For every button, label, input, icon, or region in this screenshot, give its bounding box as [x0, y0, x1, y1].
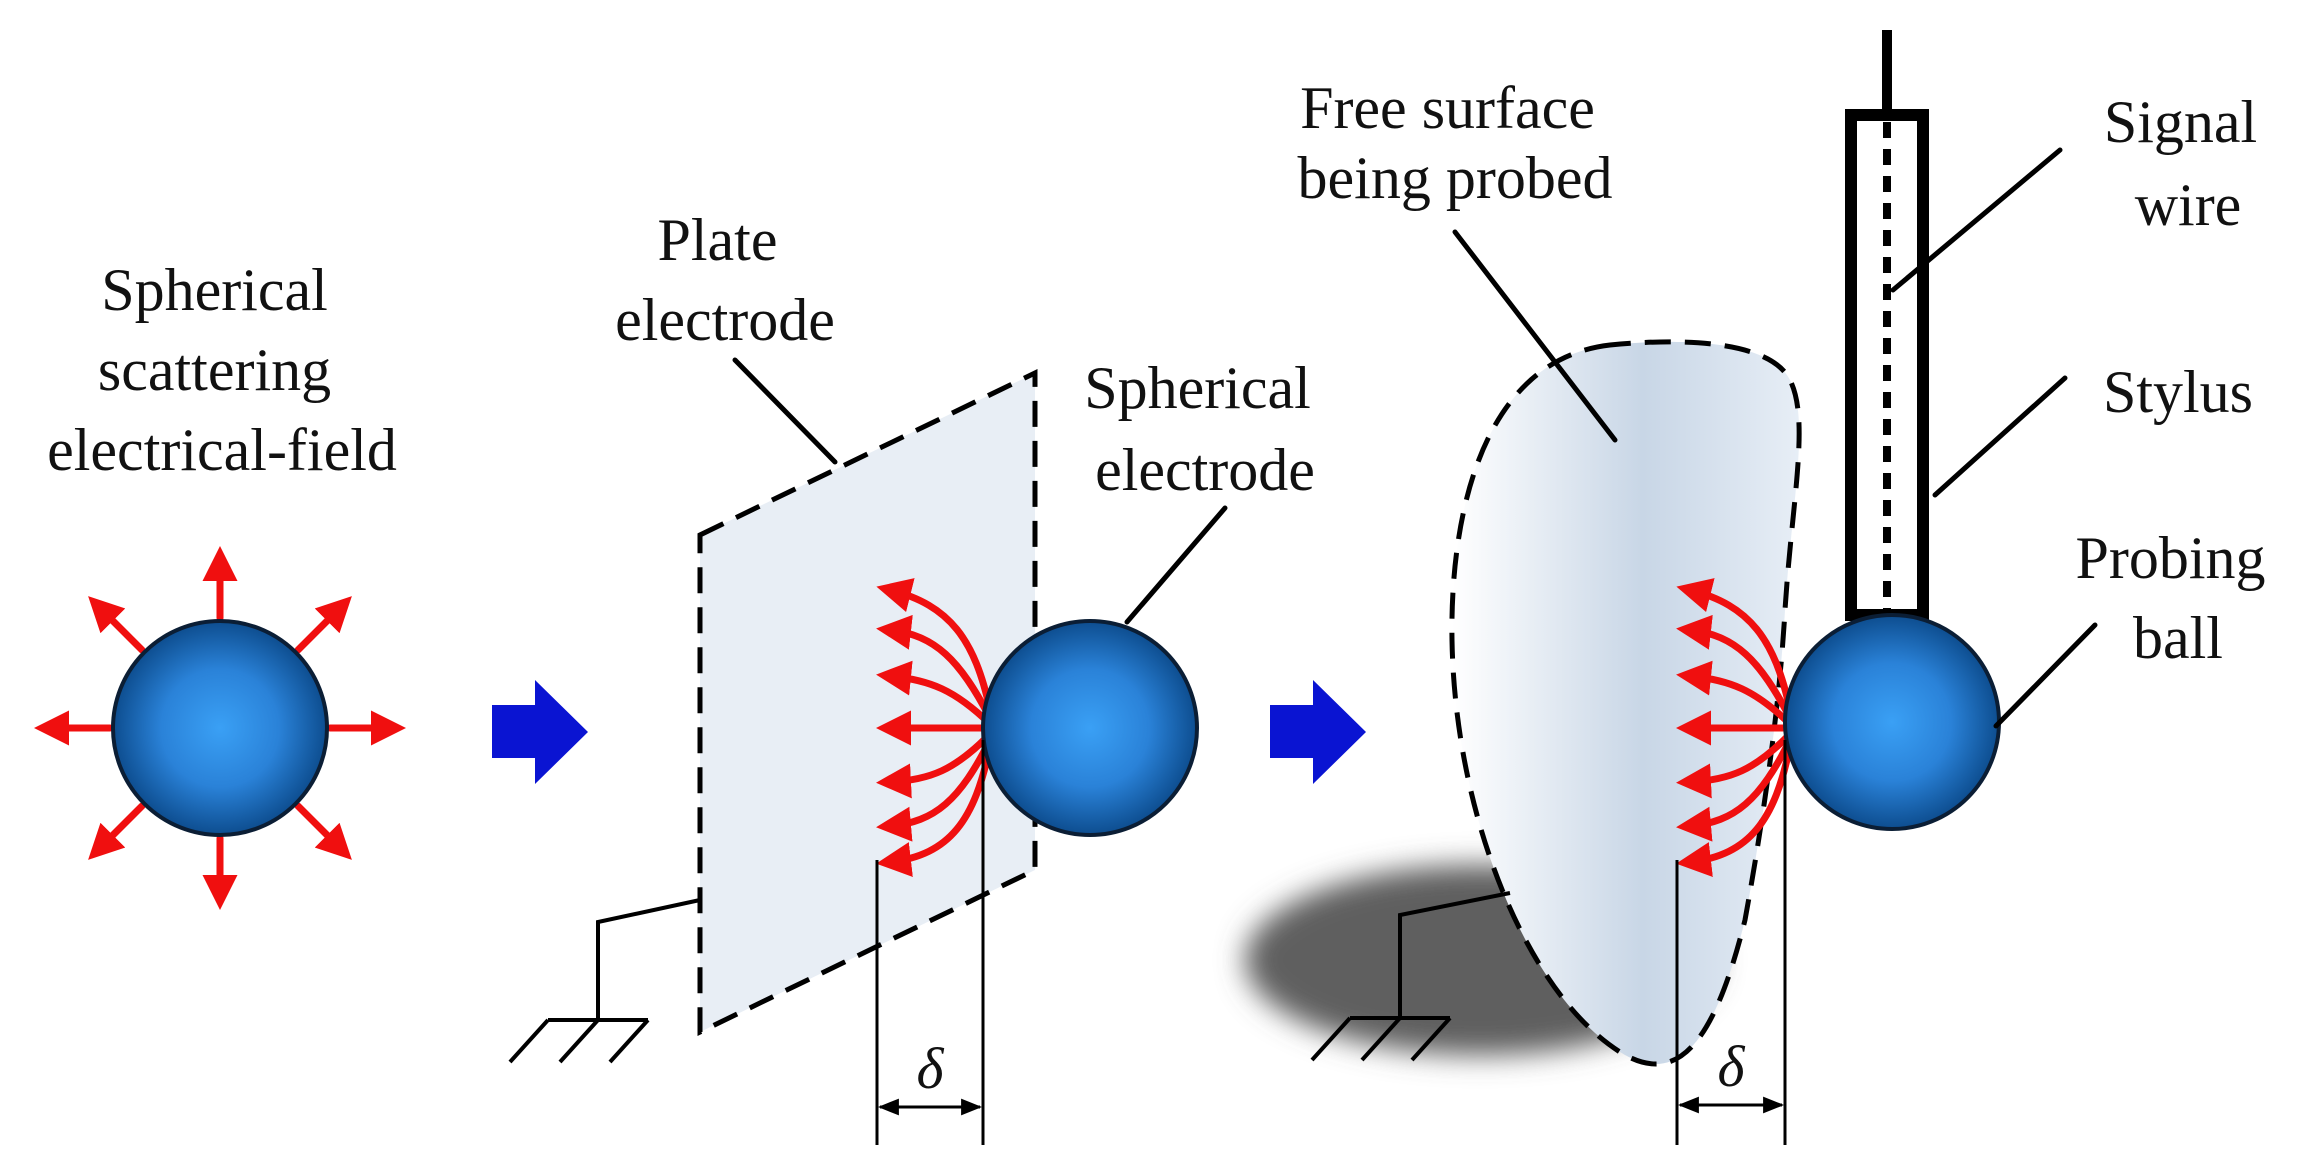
plate-label-line-2: electrode — [615, 287, 835, 353]
probing-ball — [1783, 613, 2001, 831]
field-arrow-down-left — [88, 802, 146, 860]
scattering-label-line-1: Spherical — [101, 257, 328, 323]
signal-label-line-2: wire — [2135, 172, 2242, 238]
sphere-leader-line — [1124, 505, 1228, 625]
stylus-leader-line — [1932, 375, 2068, 498]
scattering-sphere — [111, 619, 329, 837]
free-surface-label: Free surface being probed — [1298, 75, 1613, 211]
surface-label-line-2: being probed — [1298, 145, 1613, 211]
ball-label-line-2: ball — [2133, 605, 2223, 671]
surface-label-line-1: Free surface — [1300, 75, 1595, 141]
plate-electrode — [697, 369, 1038, 1036]
stylus-label: Stylus — [2103, 359, 2253, 425]
surface-ground-symbol — [1310, 1016, 1452, 1062]
plate-label-line-1: Plate — [658, 207, 778, 273]
signal-label-line-1: Signal — [2104, 89, 2257, 155]
probing-panel: δ Free surface being probed Signal wire … — [1245, 30, 2280, 1145]
field-arrow-up-right — [294, 596, 352, 654]
probing-ball-label: Probing ball — [2075, 525, 2280, 671]
plate-leader-line — [732, 357, 838, 465]
spherical-electrode — [981, 619, 1199, 837]
sphere-label-line-1: Spherical — [1084, 355, 1311, 421]
transition-arrow-1 — [492, 680, 588, 784]
signal-wire-label: Signal wire — [2104, 89, 2272, 238]
sphere-label-line-2: electrode — [1095, 437, 1315, 503]
scattering-field-label: Spherical scattering electrical-field — [47, 257, 397, 483]
surface-ground-wire — [1398, 891, 1511, 1018]
field-arrow-down-right — [294, 802, 352, 860]
delta-symbol-middle: δ — [917, 1036, 945, 1101]
signal-wire-leader-line — [1890, 147, 2063, 293]
surface-leader-line — [1452, 229, 1618, 443]
plate-electrode-label: Plate electrode — [615, 207, 835, 353]
ground-symbol — [508, 1018, 650, 1064]
plate-electrode-panel: δ Plate electrode Spherical electrode — [508, 207, 1326, 1145]
scattering-label-line-3: electrical-field — [47, 417, 397, 483]
field-arrow-up-left — [88, 596, 146, 654]
transition-arrow-2 — [1270, 680, 1366, 784]
free-surface — [1449, 339, 1802, 1067]
radial-field-arrows — [34, 546, 406, 910]
scattering-field-panel: Spherical scattering electrical-field — [34, 257, 406, 910]
delta-symbol-right: δ — [1718, 1034, 1746, 1099]
spherical-electrode-label: Spherical electrode — [1084, 355, 1326, 503]
scattering-label-line-2: scattering — [98, 337, 331, 403]
ball-label-line-1: Probing — [2075, 525, 2265, 591]
ball-leader-line — [1993, 622, 2098, 729]
ground-wire — [596, 898, 701, 1020]
